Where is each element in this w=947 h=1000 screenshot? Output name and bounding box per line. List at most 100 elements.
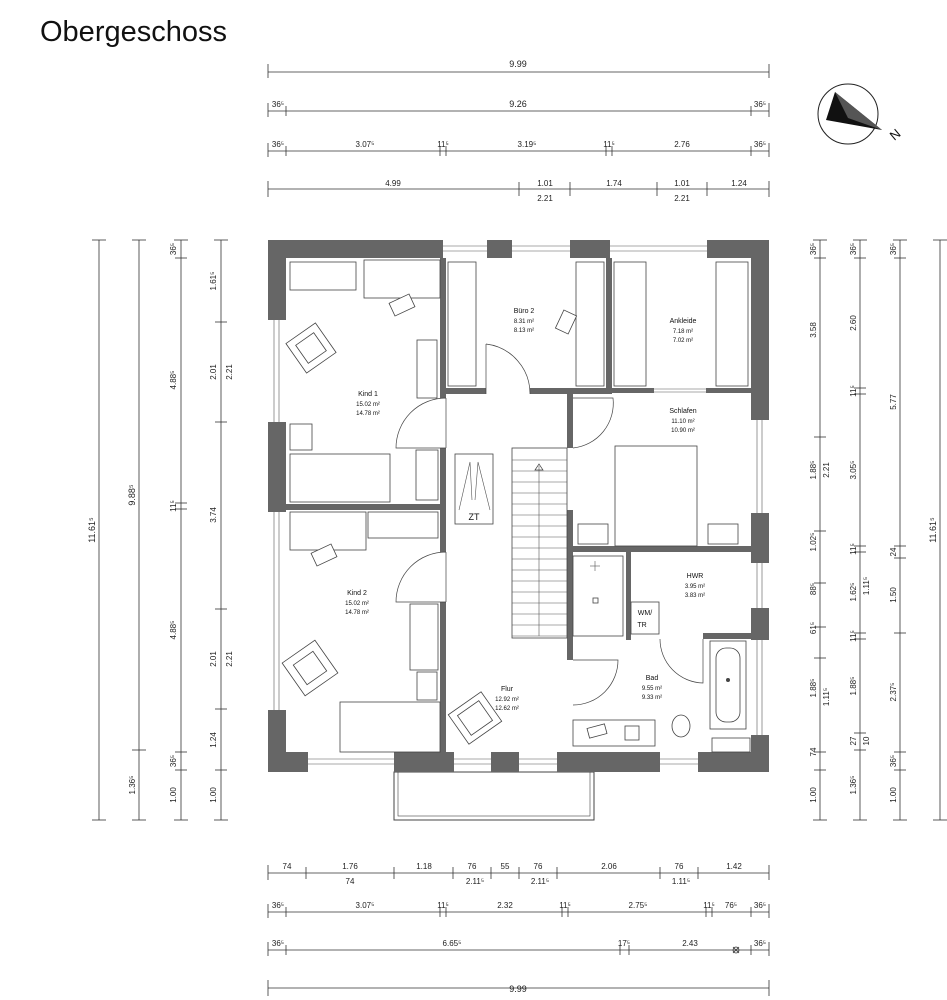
washer-label: WM/: [638, 610, 652, 617]
dim-label: 2.21: [225, 651, 234, 667]
north-label: N: [887, 126, 904, 144]
dim-label: 1.00: [809, 787, 818, 803]
dim-label: 1.74: [606, 179, 622, 188]
dim-label: 1.76: [342, 862, 358, 871]
furniture: ZT WM/ TR: [281, 259, 751, 753]
room-name: HWR: [687, 573, 704, 580]
dim-label: 1.11⁵: [672, 877, 690, 886]
dim-label: 55: [501, 862, 510, 871]
dim-label: 4.99: [385, 179, 401, 188]
dim-label: 36⁵: [754, 939, 766, 948]
dim-label: 11⁵: [559, 901, 571, 910]
dim-label: 1.00: [209, 787, 218, 803]
room-name: Schlafen: [669, 408, 696, 415]
dim-label: 36⁵: [272, 939, 284, 948]
dim-label: 2.21: [225, 364, 234, 380]
room-kind1: Kind 1 15.02 m² 14.78 m²: [356, 391, 380, 417]
room-area: 8.13 m²: [514, 328, 534, 334]
dim-label: 36⁵: [169, 243, 178, 255]
staircase: [511, 447, 568, 639]
dim-label: 9.26: [509, 99, 527, 109]
room-ankleide: Ankleide 7.18 m² 7.02 m²: [670, 318, 697, 344]
room-area: 12.92 m²: [495, 697, 519, 703]
dim-label: 1.01: [674, 179, 690, 188]
dimensions-right: [813, 239, 947, 821]
dim-label: 76: [675, 862, 684, 871]
room-area: 8.31 m²: [514, 319, 534, 325]
room-kind2: Kind 2 15.02 m² 14.78 m²: [345, 590, 369, 616]
dim-label: 3.05⁵: [849, 461, 858, 480]
room-area: 15.02 m²: [345, 601, 369, 607]
dim-label: 1.01: [537, 179, 553, 188]
dim-label: 1.02⁵: [809, 533, 818, 552]
dim-label: 36⁵: [272, 140, 284, 149]
dim-label: 2.21: [822, 462, 831, 478]
dim-label: 2.32: [497, 901, 513, 910]
room-hwr: HWR 3.95 m² 3.83 m²: [685, 573, 705, 599]
dim-label: 4.88⁵: [169, 371, 178, 390]
dim-top-total: 9.99: [509, 59, 527, 69]
dim-label: 36⁵: [169, 755, 178, 767]
dim-label: 1.36⁵: [128, 776, 137, 795]
dim-label: 36⁵: [272, 901, 284, 910]
dim-label: 27: [849, 736, 858, 745]
room-area: 14.78 m²: [345, 610, 369, 616]
dim-label: 2.11⁵: [466, 877, 484, 886]
dim-label: 4.88⁵: [169, 621, 178, 640]
dim-label: 10: [862, 736, 871, 745]
exterior-walls: [268, 240, 769, 772]
plan-title: Obergeschoss: [40, 16, 227, 48]
dim-label: 36⁵: [272, 100, 284, 109]
dim-label: 76⁵: [725, 901, 737, 910]
dim-label: 2.60: [849, 315, 858, 331]
dim-label: 2.43: [682, 939, 698, 948]
dim-label: 2.01: [209, 364, 218, 380]
room-buero2: Büro 2 8.31 m² 8.13 m²: [514, 308, 535, 334]
dimension-labels-left: 11.61⁵ 9.88⁵ 1.36⁵ 36⁵ 4.88⁵ 11⁵ 4.88⁵ 3…: [87, 243, 234, 803]
room-name: Kind 1: [358, 391, 378, 398]
dimension-labels-top: 9.99 36⁵ 9.26 36⁵ 36⁵ 3.07⁵ 11⁵ 3.19⁵ 11…: [272, 59, 766, 203]
dim-label: 3.07⁵: [356, 140, 375, 149]
dim-label: 36⁵: [889, 243, 898, 255]
dim-label: 76: [468, 862, 477, 871]
balcony: [393, 771, 595, 821]
dim-label: 2.21: [537, 194, 553, 203]
dimension-labels-bottom: 74 1.76 1.18 76 55 76 2.06 76 1.42 74 2.…: [272, 862, 766, 994]
dim-label: 1.24: [209, 732, 218, 748]
dim-label: 11⁵: [169, 500, 178, 512]
dim-bottom-total: 9.99: [509, 984, 527, 994]
dim-label: 1.11⁵: [862, 577, 871, 595]
room-name: Büro 2: [514, 308, 535, 315]
dim-label: 88⁵: [809, 583, 818, 595]
dim-label: 36⁵: [754, 901, 766, 910]
room-area: 7.02 m²: [673, 338, 693, 344]
dim-label: 36⁵: [849, 243, 858, 255]
dim-label: 1.00: [889, 787, 898, 803]
dim-label: 11⁵: [849, 543, 858, 555]
dim-label: 6.65⁵: [443, 939, 462, 948]
dim-label: 11⁵: [603, 140, 615, 149]
dim-label: 61⁵: [809, 622, 818, 634]
sliding-door: [654, 388, 706, 393]
dim-label: 24: [889, 547, 898, 556]
dim-label: 1.36⁵: [849, 776, 858, 795]
room-name: Kind 2: [347, 590, 367, 597]
room-name: Ankleide: [670, 318, 697, 325]
room-area: 15.02 m²: [356, 402, 380, 408]
dim-label: 1.61⁵: [209, 272, 218, 291]
room-area: 12.62 m²: [495, 706, 519, 712]
dim-label: 11⁵: [437, 901, 449, 910]
room-area: 9.55 m²: [642, 686, 662, 692]
north-arrow-icon: N: [817, 83, 904, 145]
dim-label: 36⁵: [754, 140, 766, 149]
doors: [395, 343, 704, 706]
room-area: 3.83 m²: [685, 593, 705, 599]
dim-label: 2.37⁵: [889, 683, 898, 702]
dimensions-bottom: [267, 865, 770, 996]
dim-label: 1.88⁵: [849, 677, 858, 696]
dim-label: 74: [283, 862, 292, 871]
interior-walls: [286, 258, 751, 752]
dim-label: 11⁵: [849, 385, 858, 397]
dim-label: 3.74: [209, 507, 218, 523]
